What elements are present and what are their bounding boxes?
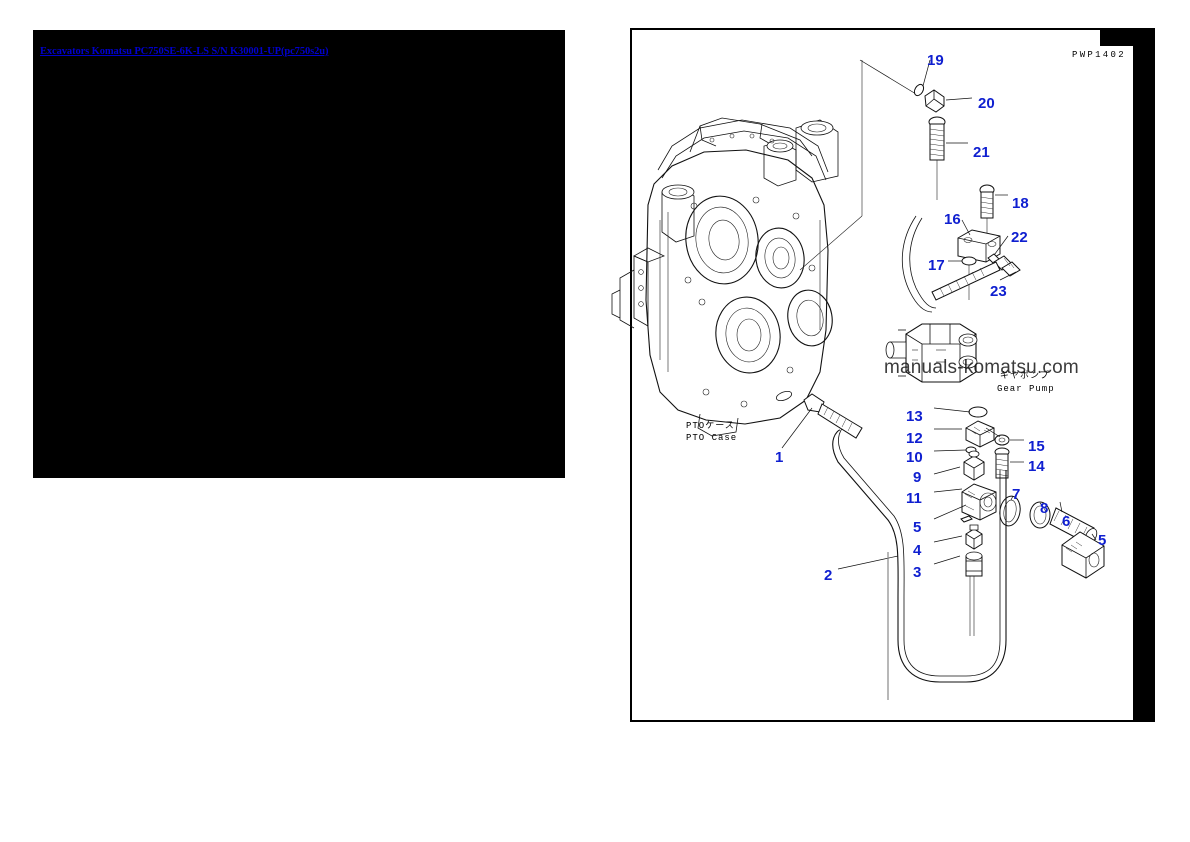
callout-number-21: 21 (973, 144, 990, 161)
callout-number-6: 6 (1062, 513, 1071, 530)
callout-number-15: 15 (1028, 438, 1045, 455)
callout-number-10: 10 (906, 449, 923, 466)
callout-number-17: 17 (928, 257, 945, 274)
callout-number-3: 3 (913, 564, 922, 581)
callout-number-9: 9 (913, 469, 922, 486)
drawing-number: PWP1402 (1072, 50, 1126, 60)
callout-number-19: 19 (927, 52, 944, 69)
callout-number-8: 8 (1040, 500, 1049, 517)
pto-case-label-en: PTO Case (686, 433, 738, 443)
callout-number-12: 12 (906, 430, 923, 447)
callout-number-20: 20 (978, 95, 995, 112)
callout-number-4: 4 (913, 542, 922, 559)
gear-pump-label-en: Gear Pump (997, 384, 1055, 394)
left-content-panel: Excavators Komatsu PC750SE-6K-LS S/N K30… (33, 30, 565, 478)
pto-case-label-jp: PTOケース (686, 421, 735, 431)
callout-number-5: 5 (913, 519, 922, 536)
gear-pump-label-jp: ギヤポンプ (1000, 371, 1050, 381)
callout-number-5b: 5 (1098, 532, 1107, 549)
callout-number-18: 18 (1012, 195, 1029, 212)
callout-number-14: 14 (1028, 458, 1045, 475)
callout-number-11: 11 (906, 490, 922, 507)
callout-number-7: 7 (1012, 486, 1021, 503)
callout-number-22: 22 (1011, 229, 1028, 246)
diagram-right-black-band (1133, 28, 1155, 722)
breadcrumb-link-excavators-komatsu[interactable]: Excavators Komatsu PC750SE-6K-LS S/N K30… (40, 46, 329, 57)
callout-number-2: 2 (824, 567, 833, 584)
watermark-text: manuals-komatsu.com (884, 357, 1079, 378)
callout-number-23: 23 (990, 283, 1007, 300)
callout-number-13: 13 (906, 408, 923, 425)
callout-number-16: 16 (944, 211, 961, 228)
callout-number-1: 1 (775, 449, 784, 466)
